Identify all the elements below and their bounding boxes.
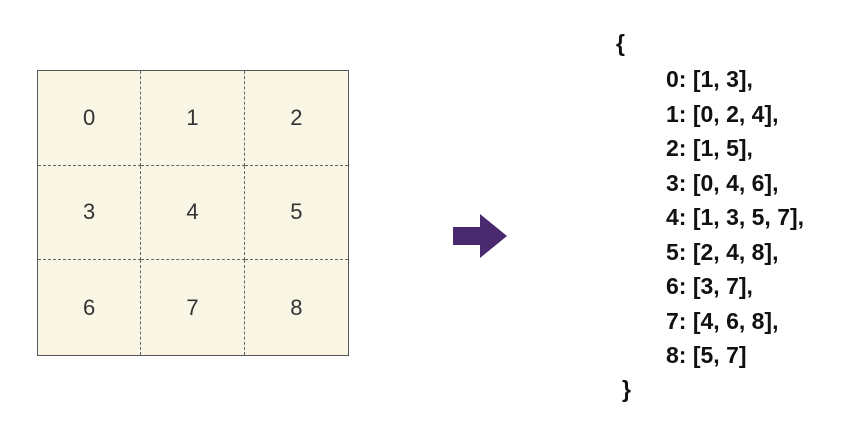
open-brace: { (616, 30, 625, 56)
grid-cell-4: 4 (141, 165, 245, 261)
adjacency-entry: 6: [3, 7], (666, 273, 753, 299)
adjacency-entry: 2: [1, 5], (666, 135, 753, 161)
grid-cell-1: 1 (141, 71, 245, 166)
adjacency-list: 0: [1, 3], 1: [0, 2, 4], 2: [1, 5], 3: [… (666, 62, 804, 373)
close-brace: } (622, 376, 631, 402)
adjacency-entry: 8: [5, 7] (666, 342, 747, 368)
adjacency-entry: 7: [4, 6, 8], (666, 307, 779, 334)
grid-cell-0: 0 (38, 71, 142, 166)
grid-cell-8: 8 (290, 294, 303, 320)
adjacency-entry: 0: [1, 3], (666, 66, 753, 92)
adjacency-entry: 5: [2, 4, 8], (666, 238, 779, 265)
adjacency-entry: 3: [0, 4, 6], (666, 169, 779, 196)
grid-cell-5: 5 (244, 166, 348, 261)
puzzle-grid: 0 1 2 3 4 5 6 7 8 (37, 70, 349, 356)
grid-cell-6: 6 (38, 260, 142, 355)
grid-cell-2: 2 (244, 71, 348, 166)
adjacency-entry: 1: [0, 2, 4], (666, 100, 779, 127)
adjacency-entry: 4: [1, 3, 5, 7], (666, 204, 805, 230)
right-arrow-icon (453, 214, 507, 258)
grid-cell-7: 7 (141, 260, 245, 355)
grid-cell-3: 3 (38, 165, 142, 261)
